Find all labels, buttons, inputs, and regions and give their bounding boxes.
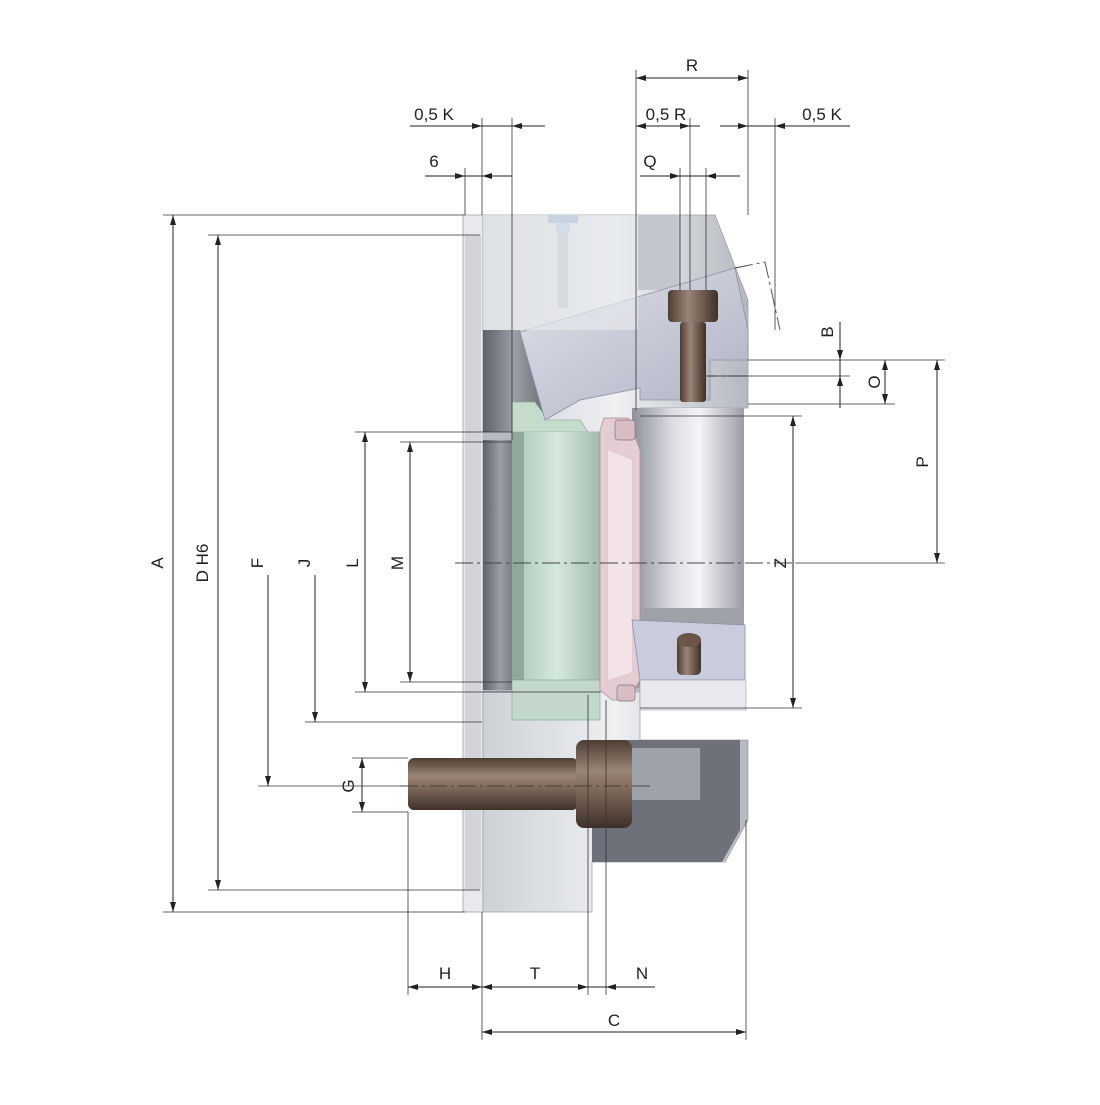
lower-jaw-bolt-top bbox=[677, 633, 701, 647]
mount-bolt-shank bbox=[408, 758, 578, 810]
seal-pin-top bbox=[614, 419, 636, 441]
arrow-J bbox=[312, 712, 318, 722]
label-F: F bbox=[248, 558, 267, 568]
label-P: P bbox=[913, 456, 932, 467]
flange-inner-face bbox=[465, 235, 481, 890]
label-halfR: 0,5 R bbox=[646, 105, 687, 124]
arrow-F bbox=[265, 776, 271, 786]
piston-bottom bbox=[511, 679, 601, 721]
chuck-body bbox=[408, 214, 749, 913]
label-C: C bbox=[608, 1011, 620, 1030]
label-D: D H6 bbox=[193, 544, 212, 583]
label-G: G bbox=[339, 779, 358, 792]
label-Z: Z bbox=[771, 558, 790, 568]
upper-bolt-shank bbox=[680, 322, 706, 402]
arrows-B bbox=[837, 350, 843, 386]
label-H: H bbox=[439, 964, 451, 983]
arrows-halfK-right bbox=[738, 123, 785, 129]
seal-pin-bottom bbox=[616, 684, 636, 702]
piston-edge bbox=[512, 432, 524, 680]
label-halfK-right: 0,5 K bbox=[802, 105, 842, 124]
arrow-N bbox=[606, 984, 616, 990]
arrows-O bbox=[882, 360, 888, 404]
bore-right-upper bbox=[632, 408, 744, 608]
arrows-Q bbox=[670, 173, 716, 179]
label-B: B bbox=[818, 326, 837, 337]
arrows-halfK-left bbox=[472, 123, 522, 129]
seal-ring-face bbox=[608, 450, 632, 680]
mount-bolt-head bbox=[576, 740, 632, 828]
upper-column bbox=[638, 215, 680, 290]
piston-sleeve bbox=[512, 432, 602, 680]
jaw-swing-line bbox=[734, 261, 781, 331]
lower-jaw-base bbox=[639, 679, 747, 711]
label-O: O bbox=[865, 375, 884, 388]
label-A: A bbox=[148, 557, 167, 569]
upper-bolt-head bbox=[668, 290, 718, 322]
dimensions: R 0,5 K 6 0,5 R 0,5 K Q B bbox=[148, 56, 945, 1040]
arrows-six bbox=[455, 173, 492, 179]
label-N: N bbox=[636, 964, 648, 983]
label-L: L bbox=[343, 558, 362, 567]
upper-rim-face bbox=[483, 215, 638, 330]
label-halfK-left: 0,5 K bbox=[414, 105, 454, 124]
label-six: 6 bbox=[429, 152, 438, 171]
label-T: T bbox=[530, 964, 540, 983]
label-M: M bbox=[388, 556, 407, 570]
label-Q: Q bbox=[643, 152, 656, 171]
label-J: J bbox=[295, 559, 314, 568]
label-R: R bbox=[686, 56, 698, 75]
